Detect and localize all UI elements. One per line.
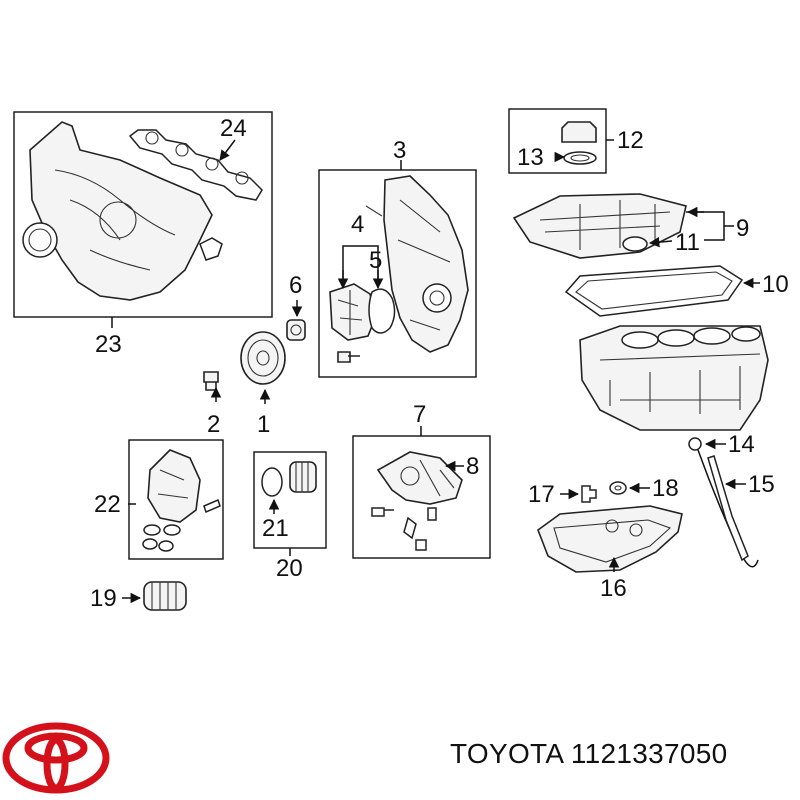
valve-cover-group: 9 11 [512,193,749,259]
callout-16: 16 [600,575,627,602]
callout-9: 9 [736,215,749,242]
callout-19: 19 [90,585,117,612]
oil-pump [376,451,463,505]
callout-11: 11 [675,229,700,256]
callout-21: 21 [262,515,289,542]
spark-plug-tube-seal [622,236,648,252]
callout-7: 7 [413,401,426,428]
oil-filter-element [289,461,317,493]
housing-bolt [203,498,221,514]
intake-gasket [128,129,263,201]
filter-o-ring [261,467,283,497]
callout-22: 22 [94,491,121,518]
intake-sensor [199,237,223,261]
callout-13: 13 [517,144,544,171]
callout-14: 14 [728,431,755,458]
oil-cooler [143,581,187,611]
dipstick-group: 14 15 [688,431,775,568]
callout-2: 2 [207,411,220,438]
callout-5: 5 [369,247,382,274]
callout-3: 3 [393,137,406,164]
pump-bolt [371,507,394,517]
water-pump-gasket [368,288,396,334]
callout-12: 12 [617,127,644,154]
oil-filter-housing-group: 22 [94,439,224,560]
valve-cover [512,193,687,259]
pulley-group: 1 2 6 [203,272,306,438]
oil-pan-group: 16 17 18 [528,475,683,602]
dipstick-guide [707,455,749,562]
oil-cap-group: 13 12 [508,108,644,174]
valve-cover-gasket [564,265,744,317]
oil-cooler-group: 19 [90,581,187,612]
oil-filter-housing [147,449,201,523]
callout-1: 1 [257,411,270,438]
group-box-23 [13,111,273,318]
callout-23: 23 [95,331,122,358]
front-oil-seal [286,319,306,341]
intake-manifold-group: 24 23 [13,111,273,358]
callout-4: 4 [351,211,364,238]
callout-20: 20 [276,555,303,582]
oil-pan [537,505,683,573]
toyota-logo-icon [2,722,110,794]
callout-10: 10 [762,271,789,298]
relief-valve [403,516,417,540]
dipstick-handle [688,437,702,451]
pulley-bolt [203,371,219,391]
cylinder-block [579,325,769,431]
pump-plug [415,539,427,551]
intake-manifold [29,121,213,301]
valve-cover-gasket-group: 10 [564,265,789,317]
group-box-3 [318,169,477,378]
cover-bolt [337,351,360,363]
callout-15: 15 [748,471,775,498]
callout-6: 6 [289,272,302,299]
throttle-gasket [22,222,58,258]
drain-plug-gasket [609,481,627,495]
drain-plug [581,485,597,503]
callout-24: 24 [220,115,247,142]
group-box-22 [128,439,224,560]
callout-17: 17 [528,481,555,508]
filler-cap-gasket [563,151,597,165]
group-box-12 [508,108,607,174]
callout-8: 8 [466,453,479,480]
oil-filler-cap [561,121,597,143]
part-number-caption: TOYOTA 1121337050 [450,738,728,769]
oil-filter-group: 21 20 [253,451,327,582]
timing-cover-group: 3 4 5 [318,137,477,378]
callout-18: 18 [652,475,679,502]
pump-stud [427,507,437,521]
oil-pump-group: 7 8 [352,401,491,559]
